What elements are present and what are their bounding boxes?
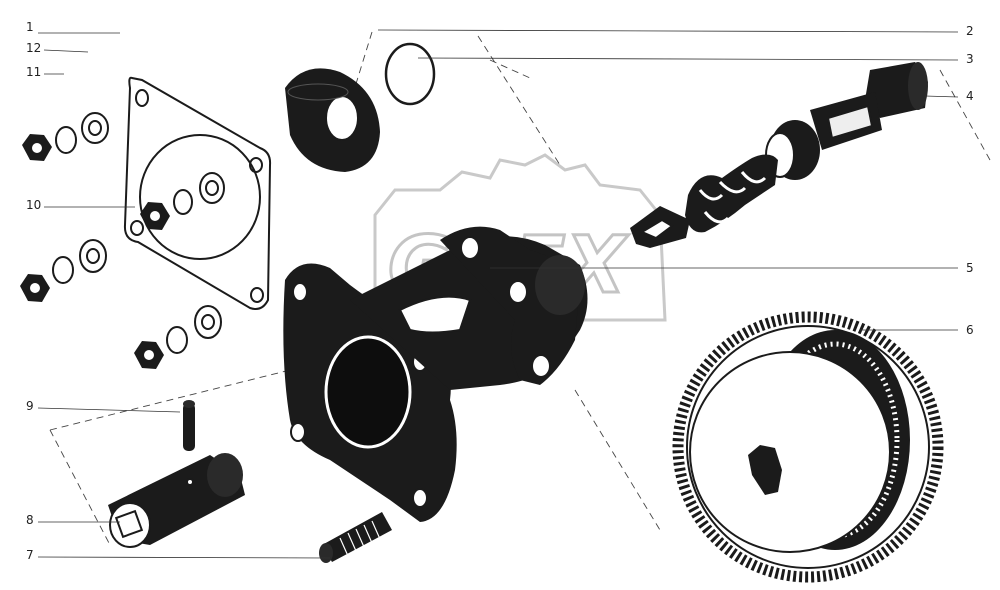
oil-seal-bore — [325, 95, 359, 141]
lock-washer-top — [55, 126, 77, 154]
flat-washer-bottom — [194, 305, 222, 339]
watermark-gear-outline — [373, 153, 667, 322]
flat-washer-top — [81, 112, 109, 144]
hardware-set-middle — [20, 239, 107, 302]
callout-7: 7 — [26, 548, 34, 562]
gear-center-hole — [748, 445, 782, 495]
cover-gasket — [123, 76, 272, 310]
dowel-pin — [183, 400, 195, 451]
callout-8: 8 — [26, 513, 34, 527]
callout-3: 3 — [966, 52, 974, 66]
threaded-stud — [319, 512, 392, 563]
callout-9: 9 — [26, 399, 34, 413]
callout-10: 10 — [26, 198, 41, 212]
hardware-set-top — [22, 112, 109, 161]
coupling-sleeve — [108, 453, 245, 548]
callouts: 1 12 11 10 9 8 7 2 3 4 5 6 — [26, 20, 974, 562]
lock-washer-bottom — [166, 326, 188, 354]
housing-bore — [324, 335, 412, 449]
callout-6: 6 — [966, 323, 974, 337]
o-ring — [384, 42, 436, 106]
callout-1: 1 — [26, 20, 34, 34]
flat-washer-middle — [79, 239, 107, 273]
gasket-inner-ring — [139, 134, 261, 260]
callout-2: 2 — [966, 24, 974, 38]
callout-11: 11 — [26, 65, 41, 79]
callout-12: 12 — [26, 41, 41, 55]
assembly-dashed-lines — [49, 31, 991, 546]
hardware-set-bottom — [134, 305, 222, 369]
callout-4: 4 — [966, 89, 974, 103]
oil-seal — [285, 68, 380, 172]
callout-5: 5 — [966, 261, 974, 275]
pump-housing — [283, 226, 588, 522]
drive-gear — [672, 311, 944, 583]
lock-washer-middle — [52, 256, 74, 284]
worm-threads — [685, 154, 778, 233]
gear-teeth-ring — [672, 311, 944, 583]
gasket-outline — [123, 76, 272, 310]
worm-shaft — [630, 62, 928, 248]
